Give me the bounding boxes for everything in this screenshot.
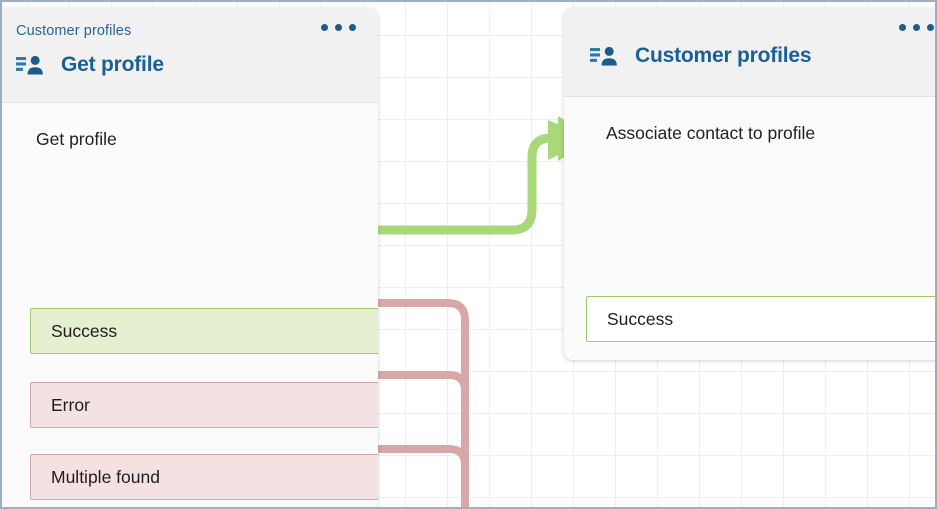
card-header: Customer profiles Get profile xyxy=(2,8,378,103)
kebab-dot xyxy=(913,24,920,31)
output-slot-label: Success xyxy=(51,320,118,341)
error-connector-wires xyxy=(368,299,469,507)
customer-profile-icon xyxy=(590,45,618,67)
output-slot-multiple-found[interactable]: Multiple found xyxy=(30,454,378,500)
card-title: Get profile xyxy=(61,52,164,76)
card-kicker: Customer profiles xyxy=(16,23,132,39)
output-slot-label: Multiple found xyxy=(51,466,160,487)
customer-profile-icon-svg xyxy=(590,46,617,66)
action-label: Associate contact to profile xyxy=(606,123,816,143)
card-body: Get profile Success Error Multiple found… xyxy=(2,103,378,500)
kebab-dot xyxy=(321,24,328,31)
action-row[interactable]: Get profile xyxy=(2,103,378,176)
kebab-menu-icon[interactable] xyxy=(899,24,934,31)
block-card-get-profile[interactable]: Customer profiles Get profile xyxy=(2,8,378,507)
customer-profile-icon xyxy=(16,54,44,76)
kebab-menu-icon[interactable] xyxy=(321,24,356,31)
output-slot-success[interactable]: Success xyxy=(30,308,378,354)
output-slot-error[interactable]: Error xyxy=(30,382,378,428)
action-label: Get profile xyxy=(36,129,117,149)
output-slot-success[interactable]: Success xyxy=(586,296,935,342)
kebab-dot xyxy=(335,24,342,31)
card-header: Customer profiles xyxy=(564,8,935,97)
kebab-dot xyxy=(349,24,356,31)
customer-profile-icon-svg xyxy=(16,55,43,74)
card-title-row: Customer profiles xyxy=(590,44,935,68)
block-card-associate-contact[interactable]: Customer profiles Associate contact to p… xyxy=(564,8,935,360)
card-title: Customer profiles xyxy=(635,44,812,67)
output-slot-label: Success xyxy=(607,308,674,329)
output-slot-label: Error xyxy=(51,394,90,415)
success-connector-wire xyxy=(366,116,596,235)
card-title-row: Get profile xyxy=(16,53,364,77)
kebab-dot xyxy=(927,24,934,31)
action-row[interactable]: Associate contact to profile xyxy=(564,97,935,170)
card-body: Associate contact to profile Success Err… xyxy=(564,97,935,342)
kebab-dot xyxy=(899,24,906,31)
